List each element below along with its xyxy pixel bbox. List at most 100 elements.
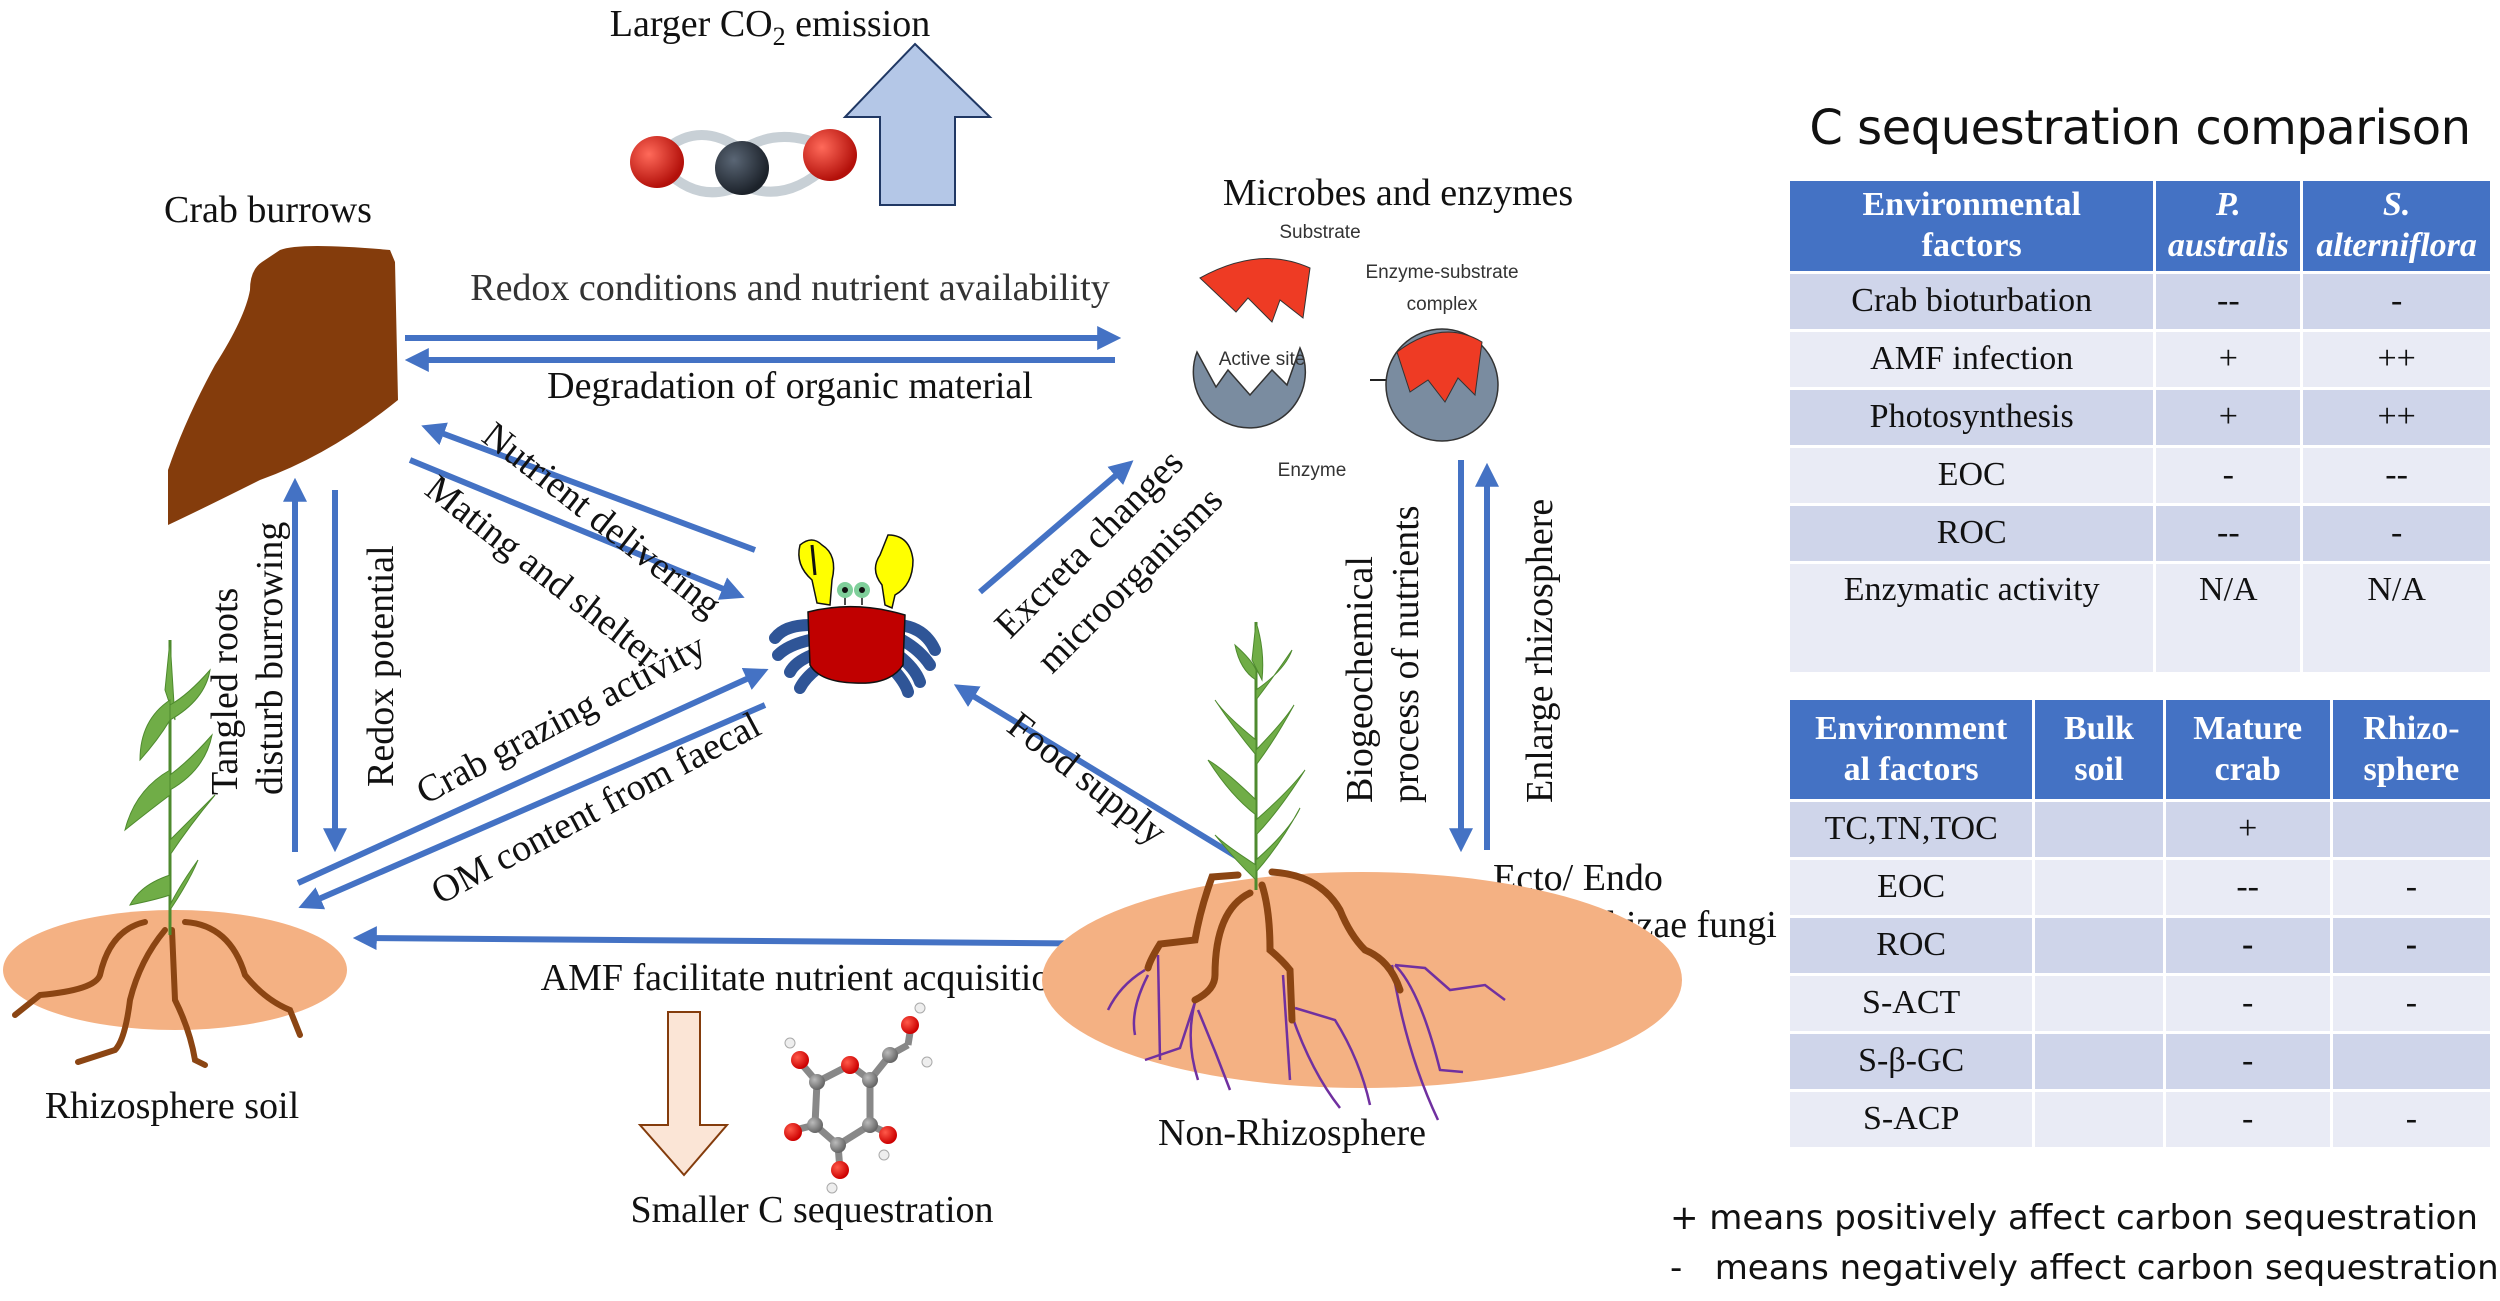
factor-cell: S-β-GC: [1790, 1034, 2033, 1089]
enzyme-label: Enzyme: [1278, 460, 1347, 481]
microbes-enzymes-label: Microbes and enzymes: [1223, 172, 1573, 214]
factor-cell: Crab bioturbation: [1790, 273, 2154, 329]
factor-cell: TC,TN,TOC: [1790, 802, 2033, 857]
value-cell: [2035, 802, 2163, 857]
value-cell: N/A: [2303, 563, 2490, 672]
tangled-roots-label-line1: Tangled roots: [204, 588, 246, 795]
excreta-arrow: [978, 460, 1134, 595]
glucose-molecule-icon: [784, 1002, 933, 1194]
table-row: AMF infection+++: [1790, 331, 2490, 387]
mating-shelter-arrow: [408, 457, 745, 600]
crab-icon: [769, 534, 941, 698]
value-cell: [2035, 976, 2163, 1031]
table-row: ROC---: [1790, 505, 2490, 561]
enzyme-substrate-diagram: Substrate Active site Enzyme Enzyme-subs…: [1192, 222, 1519, 481]
value-cell: -: [2156, 447, 2301, 503]
crab-burrow-shape: [168, 246, 398, 525]
table-row: S-ACP --: [1790, 1092, 2490, 1147]
table-row: EOC---: [1790, 447, 2490, 503]
legend-positive: + means positively affect carbon sequest…: [1670, 1198, 2478, 1238]
crab-burrows-label: Crab burrows: [164, 189, 372, 231]
factor-cell: Photosynthesis: [1790, 389, 2154, 445]
value-cell: [2332, 802, 2490, 857]
value-cell: [2332, 1034, 2490, 1089]
bound-substrate-shape: [1396, 331, 1483, 403]
table-row: ROC --: [1790, 918, 2490, 973]
value-cell: [2035, 860, 2163, 915]
om-content-label: OM content from faecal: [425, 704, 768, 913]
nutrient-delivering-arrow: [421, 422, 757, 553]
enzyme-shape: [1192, 346, 1307, 429]
table-row: Crab bioturbation---: [1790, 273, 2490, 329]
factor-cell: S-ACT: [1790, 976, 2033, 1031]
header-s-alterniflora: S.alterniflora: [2303, 181, 2490, 271]
value-cell: --: [2156, 505, 2301, 561]
value-cell: [2035, 918, 2163, 973]
table-row: TC,TN,TOC+: [1790, 802, 2490, 857]
value-cell: -: [2332, 1092, 2490, 1147]
value-cell: -: [2332, 918, 2490, 973]
non-rhizosphere-label: Non-Rhizosphere: [1158, 1112, 1426, 1154]
value-cell: [2035, 1034, 2163, 1089]
rhizosphere-plant-icon: [3, 639, 347, 1068]
amf-facilitate-arrow: [352, 926, 1151, 951]
value-cell: --: [2165, 860, 2330, 915]
value-cell: -: [2303, 273, 2490, 329]
crab-grazing-arrow: [296, 668, 769, 886]
value-cell: +: [2156, 389, 2301, 445]
value-cell: -: [2332, 860, 2490, 915]
legend-negative: - means negatively affect carbon sequest…: [1670, 1248, 2499, 1288]
table-row: S-ACT --: [1790, 976, 2490, 1031]
value-cell: -: [2165, 918, 2330, 973]
amf-facilitate-label: AMF facilitate nutrient acquisition: [541, 957, 1070, 999]
value-cell: --: [2156, 273, 2301, 329]
co2-emission-label: Larger CO2 emission: [610, 3, 930, 51]
enlarge-rhizosphere-label: Enlarge rhizosphere: [1519, 499, 1561, 803]
table-row: S-β-GC -: [1790, 1034, 2490, 1089]
substrate-shape: [1199, 258, 1311, 323]
increase-arrow-icon: [842, 42, 993, 206]
factor-cell: S-ACP: [1790, 1092, 2033, 1147]
tangled-roots-label-line2: disturb burrowing: [249, 522, 291, 795]
value-cell: [2035, 1092, 2163, 1147]
active-site-label: Active site: [1219, 349, 1306, 370]
value-cell: -: [2332, 976, 2490, 1031]
complex-label-line2: complex: [1407, 294, 1478, 315]
value-cell: ++: [2303, 389, 2490, 445]
value-cell: -: [2165, 976, 2330, 1031]
substrate-label: Substrate: [1279, 222, 1360, 243]
om-content-arrow: [298, 702, 767, 910]
smaller-c-sequestration-label: Smaller C sequestration: [630, 1189, 993, 1231]
factor-cell: ROC: [1790, 505, 2154, 561]
value-cell: N/A: [2156, 563, 2301, 672]
redox-potential-label: Redox potential: [360, 545, 402, 787]
non-rhizosphere-plant-icon: [1042, 621, 1682, 1121]
header-rhizosphere: Rhizo-sphere: [2332, 700, 2490, 799]
decrease-arrow-icon: [637, 1011, 730, 1177]
table-row: EOC ---: [1790, 860, 2490, 915]
value-cell: -: [2303, 505, 2490, 561]
value-cell: +: [2156, 331, 2301, 387]
table-row: Photosynthesis+++: [1790, 389, 2490, 445]
value-cell: -: [2165, 1092, 2330, 1147]
rhizosphere-soil-label: Rhizosphere soil: [45, 1085, 299, 1127]
factor-cell: EOC: [1790, 447, 2154, 503]
value-cell: --: [2303, 447, 2490, 503]
biogeochemical-label-line1: Biogeochemical: [1339, 556, 1381, 803]
factor-cell: ROC: [1790, 918, 2033, 973]
factor-cell: EOC: [1790, 860, 2033, 915]
value-cell: -: [2165, 1034, 2330, 1089]
factor-cell: Enzymatic activity: [1790, 563, 2154, 672]
co2-molecule-icon: [630, 129, 857, 198]
value-cell: ++: [2303, 331, 2490, 387]
redox-conditions-label: Redox conditions and nutrient availabili…: [470, 267, 1110, 309]
